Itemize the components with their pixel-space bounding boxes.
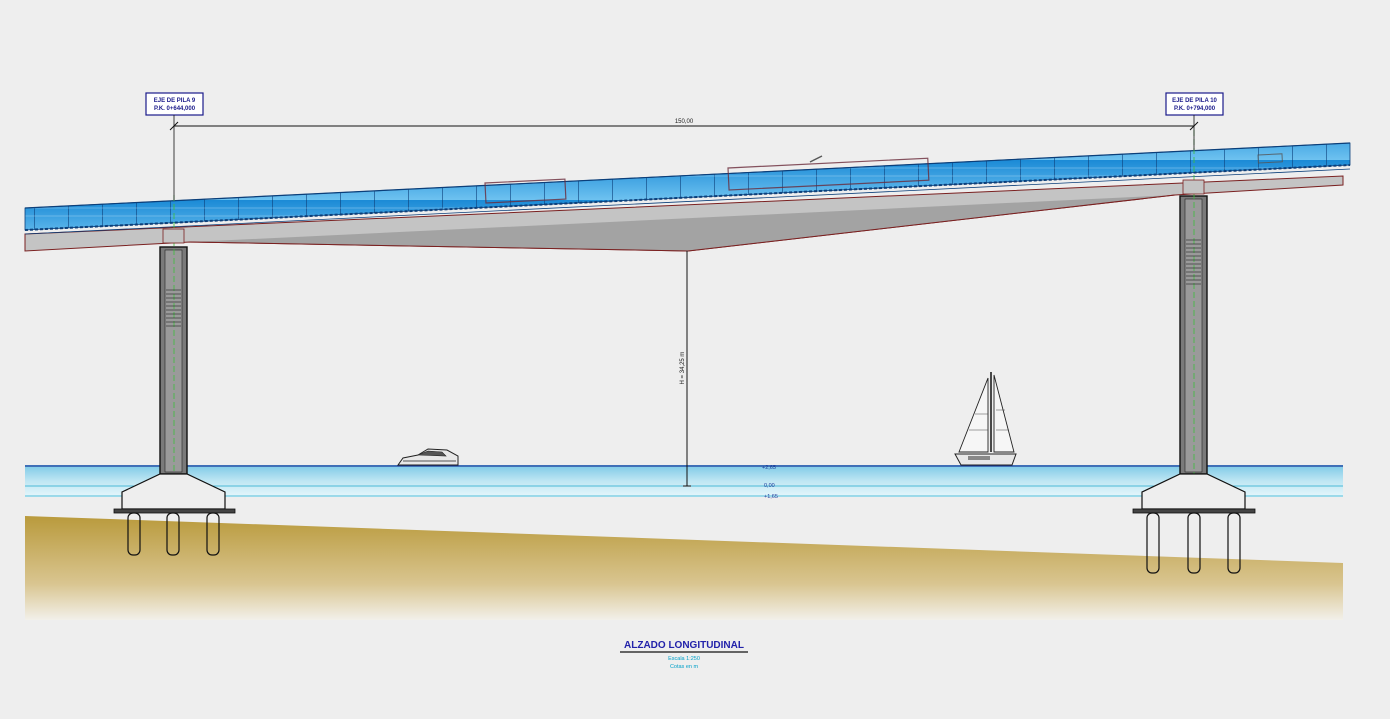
pier-9 [113, 195, 236, 556]
pier-10-pile-1 [1146, 512, 1160, 574]
level-upper-label: +2,65 [762, 465, 776, 471]
bus-1 [727, 157, 930, 191]
pier-9-pile-3 [206, 512, 220, 556]
pier-10-column-core [1184, 198, 1203, 473]
span-dimension-label: 150,00 [675, 119, 694, 125]
pier-10-label-box: EJE DE PILA 10 P.K. 0+794,000 [1165, 92, 1224, 116]
riverbed-ground [25, 516, 1343, 620]
deck-edge-line-2 [24, 168, 1351, 235]
pier-9-pk: P.K. 0+644,000 [154, 106, 196, 112]
river-water [25, 465, 1343, 497]
railing-top-rail [24, 142, 1351, 209]
pier-10-bearing [1182, 179, 1205, 195]
pier-9-label-box: EJE DE PILA 9 P.K. 0+644,000 [145, 92, 204, 116]
pier-10-pile-3 [1227, 512, 1241, 574]
pier-10-rebar-marks [1186, 239, 1201, 285]
vehicles-on-deck [484, 153, 1283, 204]
car-1 [484, 178, 567, 204]
deck-soffit-line [189, 241, 689, 252]
drawing-scale: Escala 1:250 [668, 656, 700, 662]
pier-9-pile-2 [166, 512, 180, 556]
drawing-units: Cotas en m [670, 664, 699, 670]
level-lower-label: +1,65 [764, 494, 778, 500]
pier-9-column-core [164, 249, 183, 473]
pier-10-pile-2 [1187, 512, 1201, 574]
span-dimension: 150,00 [169, 115, 1199, 200]
pier-9-pile-1 [127, 512, 141, 556]
clearance-dimension-label: H = 34,25 m [680, 352, 686, 385]
drawing-title: ALZADO LONGITUDINAL [624, 640, 744, 651]
pier-9-rebar-marks [166, 289, 181, 327]
deck-soffit-line-2 [687, 194, 1176, 252]
level-zero-label: 0,00 [764, 483, 775, 489]
deck-haunch-shading [190, 195, 1175, 251]
deck-edge-line [24, 164, 1351, 231]
motorboat-icon [397, 448, 459, 466]
pier-10-name: EJE DE PILA 10 [1172, 98, 1217, 104]
pier-10-pk: P.K. 0+794,000 [1174, 106, 1216, 112]
clearance-dimension: H = 34,25 m [680, 251, 691, 487]
sailboat-icon [954, 372, 1017, 466]
drawing-title-block: ALZADO LONGITUDINAL Escala 1:250 Cotas e… [620, 640, 748, 670]
pier-9-name: EJE DE PILA 9 [154, 98, 196, 104]
pier-10 [1132, 130, 1256, 574]
pier-9-pile-cap [113, 508, 236, 514]
bus-1-antenna [809, 155, 823, 163]
car-2 [1257, 153, 1283, 164]
pier-9-bearing [162, 228, 185, 244]
